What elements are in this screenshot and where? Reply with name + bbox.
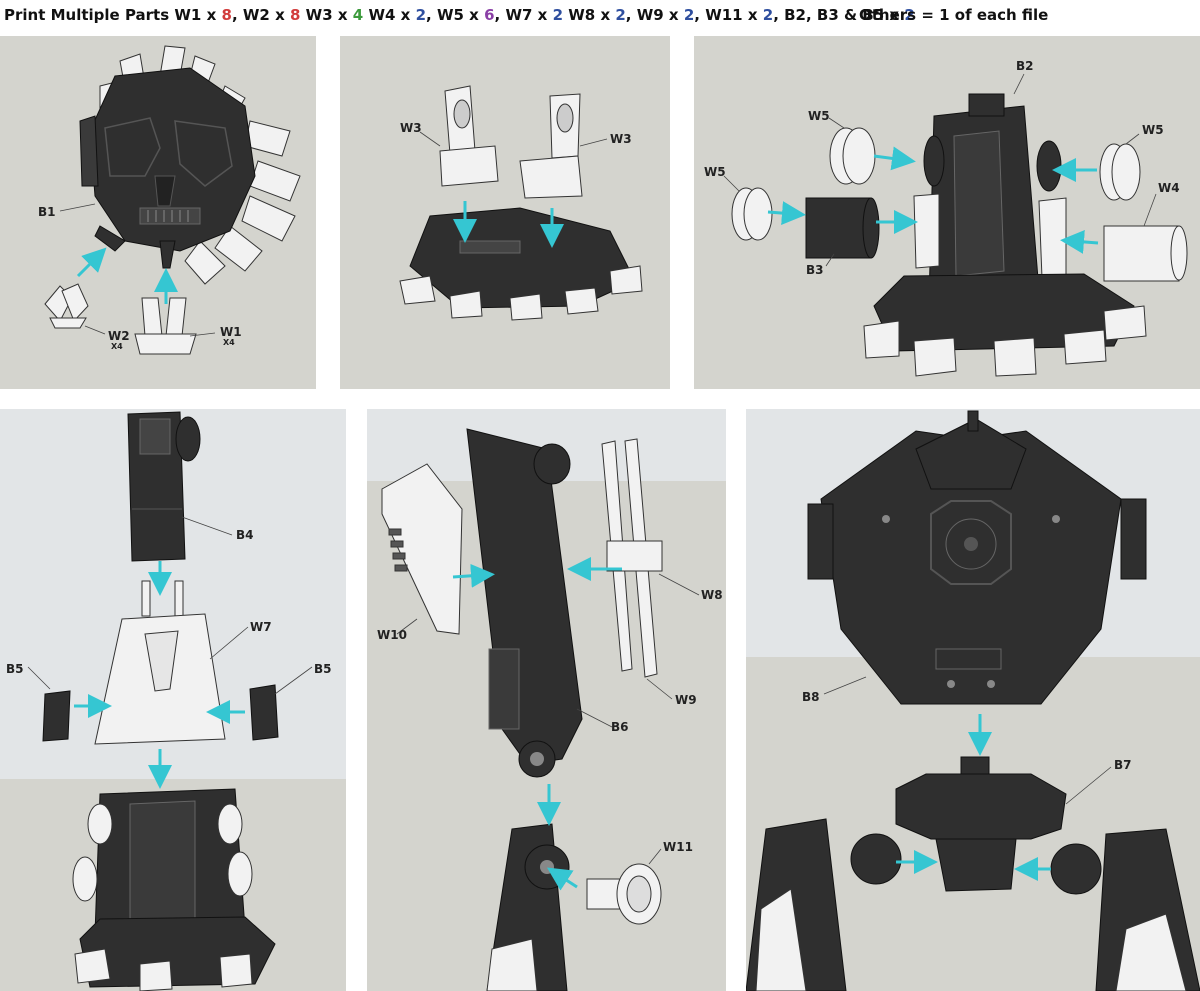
label-b2: B2 — [1016, 59, 1034, 73]
arrow-w4-to-b2 — [1060, 229, 1099, 254]
label-b6: B6 — [611, 720, 629, 734]
w3-right-part — [519, 93, 583, 199]
w10-part — [381, 463, 463, 635]
label-w8: W8 — [701, 588, 723, 602]
header-item-w11: W11 x 2, — [705, 6, 785, 24]
header-item-w1: W1 x 8, — [174, 6, 243, 24]
b2-body — [923, 93, 1062, 302]
w7-part — [94, 580, 226, 745]
header-item-b2-b3-b5: B2, B3 & B5 x 2 — [784, 6, 915, 24]
label-b7: B7 — [1114, 758, 1132, 772]
base-ring — [409, 207, 636, 309]
b8-chest — [807, 410, 1147, 705]
w3-left-part — [439, 85, 499, 187]
label-w4: W4 — [1158, 181, 1180, 195]
lower-arm-joint — [486, 823, 570, 991]
base-white-fins — [863, 305, 1147, 377]
b5-left-part — [42, 690, 71, 742]
arrow-w5-to-b2 — [873, 146, 916, 171]
b1-skull-head — [79, 67, 256, 269]
label-w2-qty: X4 — [111, 342, 123, 351]
label-b4: B4 — [236, 528, 254, 542]
label-w3-right: W3 — [610, 132, 632, 146]
header-item-w5: W5 x 6, — [436, 6, 506, 24]
b6-arm — [466, 428, 583, 778]
b7-hip — [895, 756, 1067, 892]
label-w11: W11 — [663, 840, 693, 854]
label-w7: W7 — [250, 620, 272, 634]
arrow-w2-to-b1 — [76, 247, 107, 278]
w11-pin — [586, 863, 662, 925]
panel-b6-arm-assembly: W10 W8 W9 B6 W11 — [367, 409, 726, 991]
header-item-w9: W9 x 2, — [636, 6, 706, 24]
arrow-w11-to-joint — [546, 867, 578, 891]
label-w1-qty: X4 — [223, 338, 235, 347]
w4-cylinder — [1103, 225, 1188, 282]
leg-right — [1050, 828, 1200, 991]
b3-cylinder — [805, 197, 880, 259]
label-w10: W10 — [377, 628, 407, 642]
header-item-w3: W3 x 4 — [305, 6, 364, 24]
w8-w9-parts — [601, 438, 663, 678]
panel-b1-head-assembly: B1 W2 X4 W1 X4 — [0, 36, 316, 389]
label-w9: W9 — [675, 693, 697, 707]
header-item-w8: W8 x 2, — [568, 6, 637, 24]
leg-left — [746, 818, 902, 991]
label-w5-right: W5 — [1142, 123, 1164, 137]
arrow-w5-to-b3 — [767, 201, 806, 226]
label-b8: B8 — [802, 690, 820, 704]
label-b5-left: B5 — [6, 662, 24, 676]
header-item-w4: W4 x 2, — [368, 6, 437, 24]
label-w5-upper-left: W5 — [808, 109, 830, 123]
panel-b2-body-assembly: B2 W5 W5 W5 W4 B3 — [694, 36, 1200, 389]
label-w2: W2 — [108, 329, 130, 343]
parts-quantity-header: Print Multiple Parts W1 x 8, W2 x 8 W3 x… — [4, 2, 1196, 28]
base-white-fins — [399, 265, 643, 321]
b4-part — [127, 411, 201, 562]
header-item-w7: W7 x 2 — [505, 6, 563, 24]
label-b5-right: B5 — [314, 662, 332, 676]
w5-upper-left — [829, 127, 876, 185]
label-w1: W1 — [220, 325, 242, 339]
w1-part — [134, 297, 197, 355]
panel-w3-base-assembly: W3 W3 — [340, 36, 670, 389]
header-item-w2: W2 x 8 — [242, 6, 301, 24]
header-prefix: Print Multiple Parts — [4, 6, 170, 24]
panel-b8-chest-assembly: B8 B7 — [746, 409, 1200, 991]
w5-right — [1099, 143, 1141, 201]
arrow-w10-to-b6 — [452, 563, 495, 588]
label-w3-left: W3 — [400, 121, 422, 135]
header-others: Others = 1 of each file — [859, 6, 1049, 24]
label-b1: B1 — [38, 205, 56, 219]
b5-right-part — [249, 684, 279, 741]
label-w5-left: W5 — [704, 165, 726, 179]
torso-white-fins — [74, 948, 253, 991]
panel-w7-leg-assembly: B4 W7 B5 B5 — [0, 409, 346, 991]
label-b3: B3 — [806, 263, 824, 277]
w3-arms — [913, 193, 1067, 279]
w2-part — [44, 283, 89, 329]
w5-left — [731, 187, 773, 241]
